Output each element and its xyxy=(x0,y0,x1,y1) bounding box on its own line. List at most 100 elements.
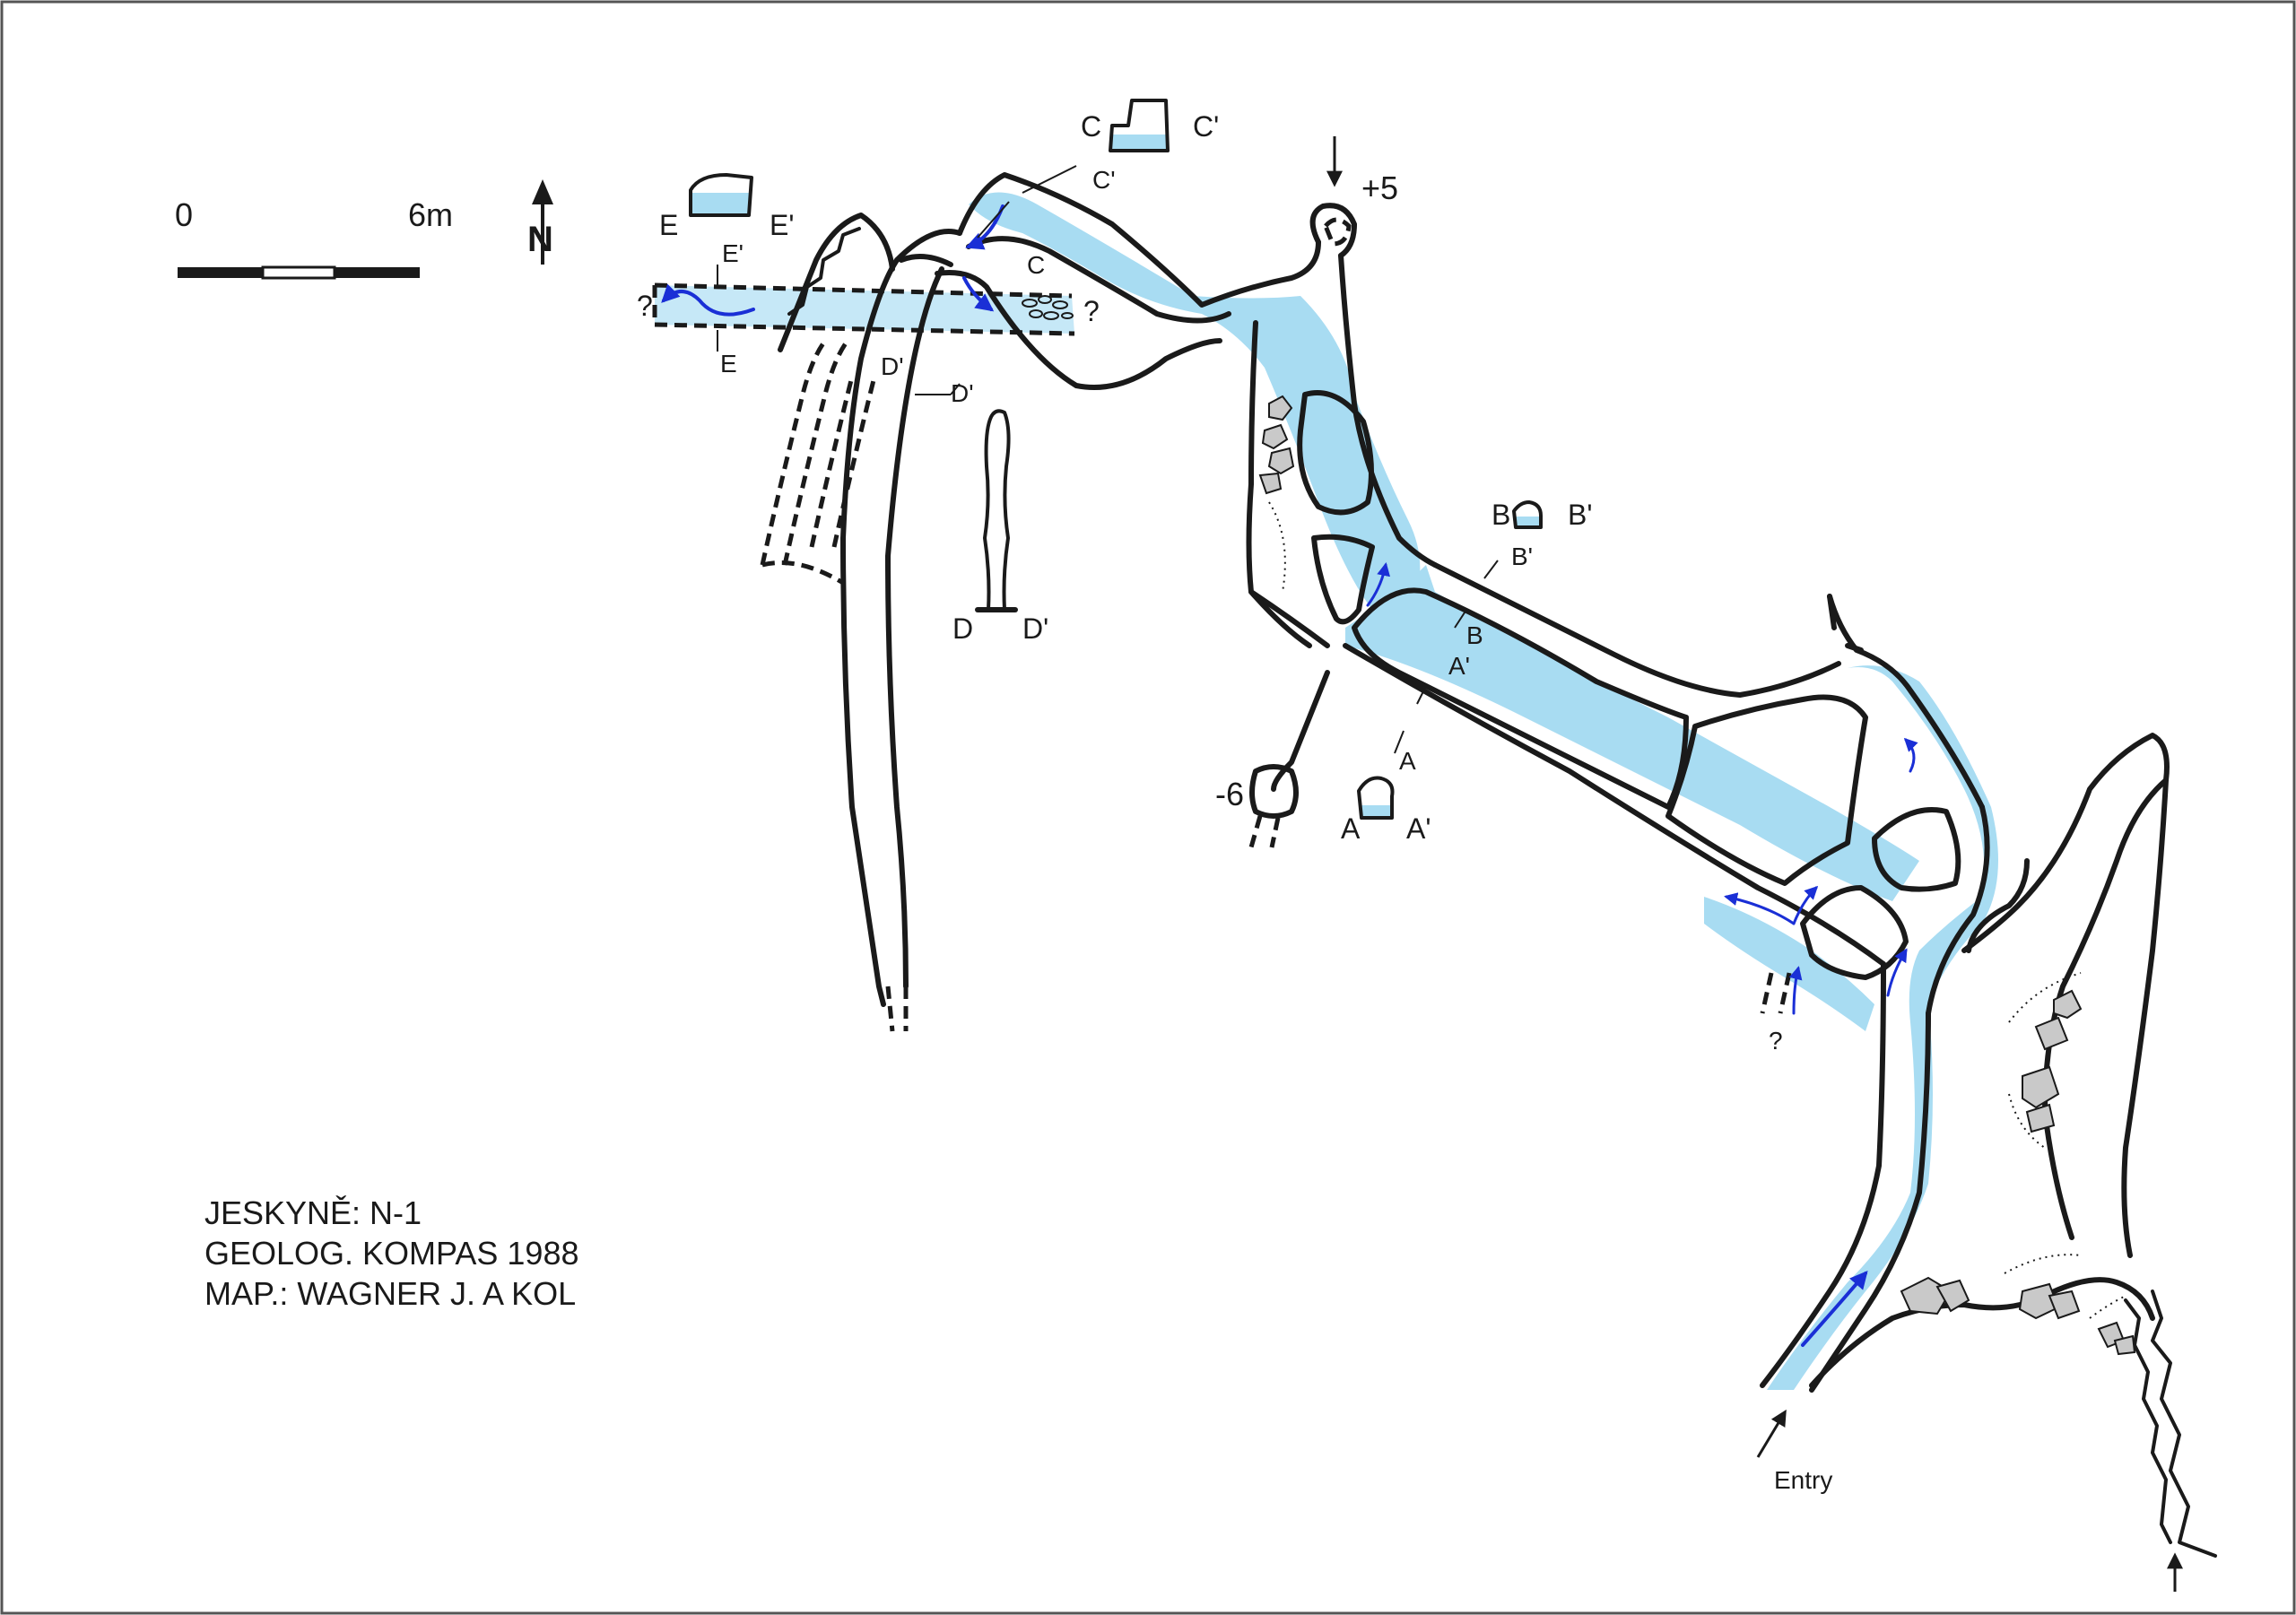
stream-arrow xyxy=(661,283,755,317)
wall-east-chamber-floor xyxy=(1809,1277,2155,1388)
wall-d-passage xyxy=(935,270,1222,390)
wall-pillar-2 xyxy=(1311,534,1375,625)
boulder xyxy=(2113,1334,2136,1356)
wall-northeast-passage xyxy=(1827,594,1985,810)
label-d-prime-section: D' xyxy=(1022,612,1048,645)
entry-label: Entry xyxy=(1774,1466,1832,1494)
depth-label-plus5: +5 xyxy=(1361,169,1398,206)
label-c-prime: C' xyxy=(1092,166,1116,194)
title-line-mappers: MAP.: WAGNER J. A KOL xyxy=(204,1275,576,1312)
boulder xyxy=(2018,1282,2060,1320)
wall-loop-pillar-1 xyxy=(1872,807,1961,892)
wall-shaft-plus5 xyxy=(1309,203,1357,258)
label-c-section: C xyxy=(1081,110,1101,143)
minus6-continuation xyxy=(1248,815,1281,848)
entry-markers: Entry xyxy=(1756,1409,2183,1592)
wall-diagonal-south xyxy=(1343,643,1886,967)
wall-entry-east xyxy=(1809,1011,1931,1393)
stream-arrow xyxy=(1886,948,1908,997)
wall-south-exit-2 xyxy=(2151,1289,2217,1558)
boulder xyxy=(2025,1103,2056,1133)
wall-c-loop xyxy=(894,229,962,263)
water-areas xyxy=(655,135,1998,1390)
depth-markers: +5 -6 xyxy=(1215,136,1398,812)
west-passage-continuation xyxy=(885,985,909,1032)
north-arrow: N xyxy=(527,179,553,265)
unknown-continuation-marks: ? ? ? xyxy=(637,290,1783,1055)
boulder xyxy=(1258,472,1283,495)
wall-inner-block-2 xyxy=(1665,694,1868,886)
boulder xyxy=(1267,447,1295,475)
unknown-mark-west: ? xyxy=(637,290,653,322)
slope-hatching xyxy=(1268,501,2126,1319)
wall-minus6-passage-a xyxy=(1271,670,1330,792)
label-a: A xyxy=(1399,747,1416,775)
wall-d-chimney xyxy=(983,409,1011,612)
wall-west-passage-a xyxy=(840,257,900,1007)
unknown-mark-south: ? xyxy=(1769,1027,1783,1055)
wall-west-passage-b xyxy=(885,266,944,989)
scale-segment-2 xyxy=(261,265,336,280)
wall-e-shaft-teeth xyxy=(787,227,861,316)
water-section-c xyxy=(1110,135,1168,151)
boulders xyxy=(1258,395,2136,1356)
label-a-prime-section: A' xyxy=(1406,812,1431,845)
label-d-prime-upper: D' xyxy=(881,352,904,380)
section-a-shape xyxy=(1357,776,1395,820)
boulder xyxy=(2034,1016,2069,1051)
wall-loop-pillar-2 xyxy=(1800,885,1909,980)
unknown-mark-east: ? xyxy=(1083,295,1100,327)
stream-arrow xyxy=(962,276,995,312)
dashed-passage-5 xyxy=(761,560,845,586)
water-upper-channel xyxy=(969,192,1421,610)
wall-upper-north xyxy=(957,172,1321,308)
label-a-section: A xyxy=(1341,812,1361,845)
label-b-prime: B' xyxy=(1511,543,1533,570)
depth-label-minus6: -6 xyxy=(1215,776,1244,812)
scale-segment-3 xyxy=(335,267,420,278)
dashed-passage-1 xyxy=(760,339,828,566)
wall-east-branch xyxy=(1966,858,2030,953)
wall-descent-west xyxy=(1246,320,1330,648)
shaft-plus5-outline xyxy=(1323,217,1352,247)
section-b-shape xyxy=(1512,500,1543,529)
boulder xyxy=(2022,1065,2060,1109)
water-lower-branch xyxy=(1704,897,1874,1031)
boulder xyxy=(1935,1279,1970,1313)
water-right-loop xyxy=(1767,665,1998,1390)
scale-start-label: 0 xyxy=(175,196,193,233)
water-section-a xyxy=(1361,805,1392,818)
stream-arrow xyxy=(1903,737,1918,773)
label-d-prime: D' xyxy=(951,379,974,407)
label-c-prime-section: C' xyxy=(1193,110,1219,143)
label-b-prime-section: B' xyxy=(1568,499,1592,531)
scale-segment-1 xyxy=(178,267,263,278)
label-d: D xyxy=(952,612,973,645)
north-arrow-head xyxy=(532,179,553,204)
stream-arrow xyxy=(1724,892,1796,925)
wall-minus6-passage-b xyxy=(1248,589,1312,648)
entry-arrow-west xyxy=(1756,1409,1787,1458)
section-cut-lines xyxy=(717,165,1499,754)
label-e-section: E xyxy=(659,209,678,241)
wall-northeast-stub xyxy=(1827,594,1864,653)
pebbles xyxy=(1022,295,1074,320)
stream-arrow xyxy=(1792,885,1819,925)
stream-arrow xyxy=(1801,1270,1868,1347)
wall-entry-west xyxy=(1760,961,1886,1388)
water-main-diagonal xyxy=(1345,565,1919,901)
wall-d-passage-2 xyxy=(899,254,953,267)
wall-descent-east xyxy=(1338,253,1438,568)
stream-arrow xyxy=(1788,966,1803,1015)
stream-arrows xyxy=(661,204,1918,1347)
cross-sections xyxy=(689,99,1543,820)
water-section-e xyxy=(691,193,749,215)
section-c-shape xyxy=(1109,99,1170,152)
wall-minus6-shaft xyxy=(1249,764,1299,819)
wall-east-chamber xyxy=(1961,733,2170,1240)
label-a-prime: A' xyxy=(1448,652,1470,680)
boulder xyxy=(2048,1289,2081,1320)
